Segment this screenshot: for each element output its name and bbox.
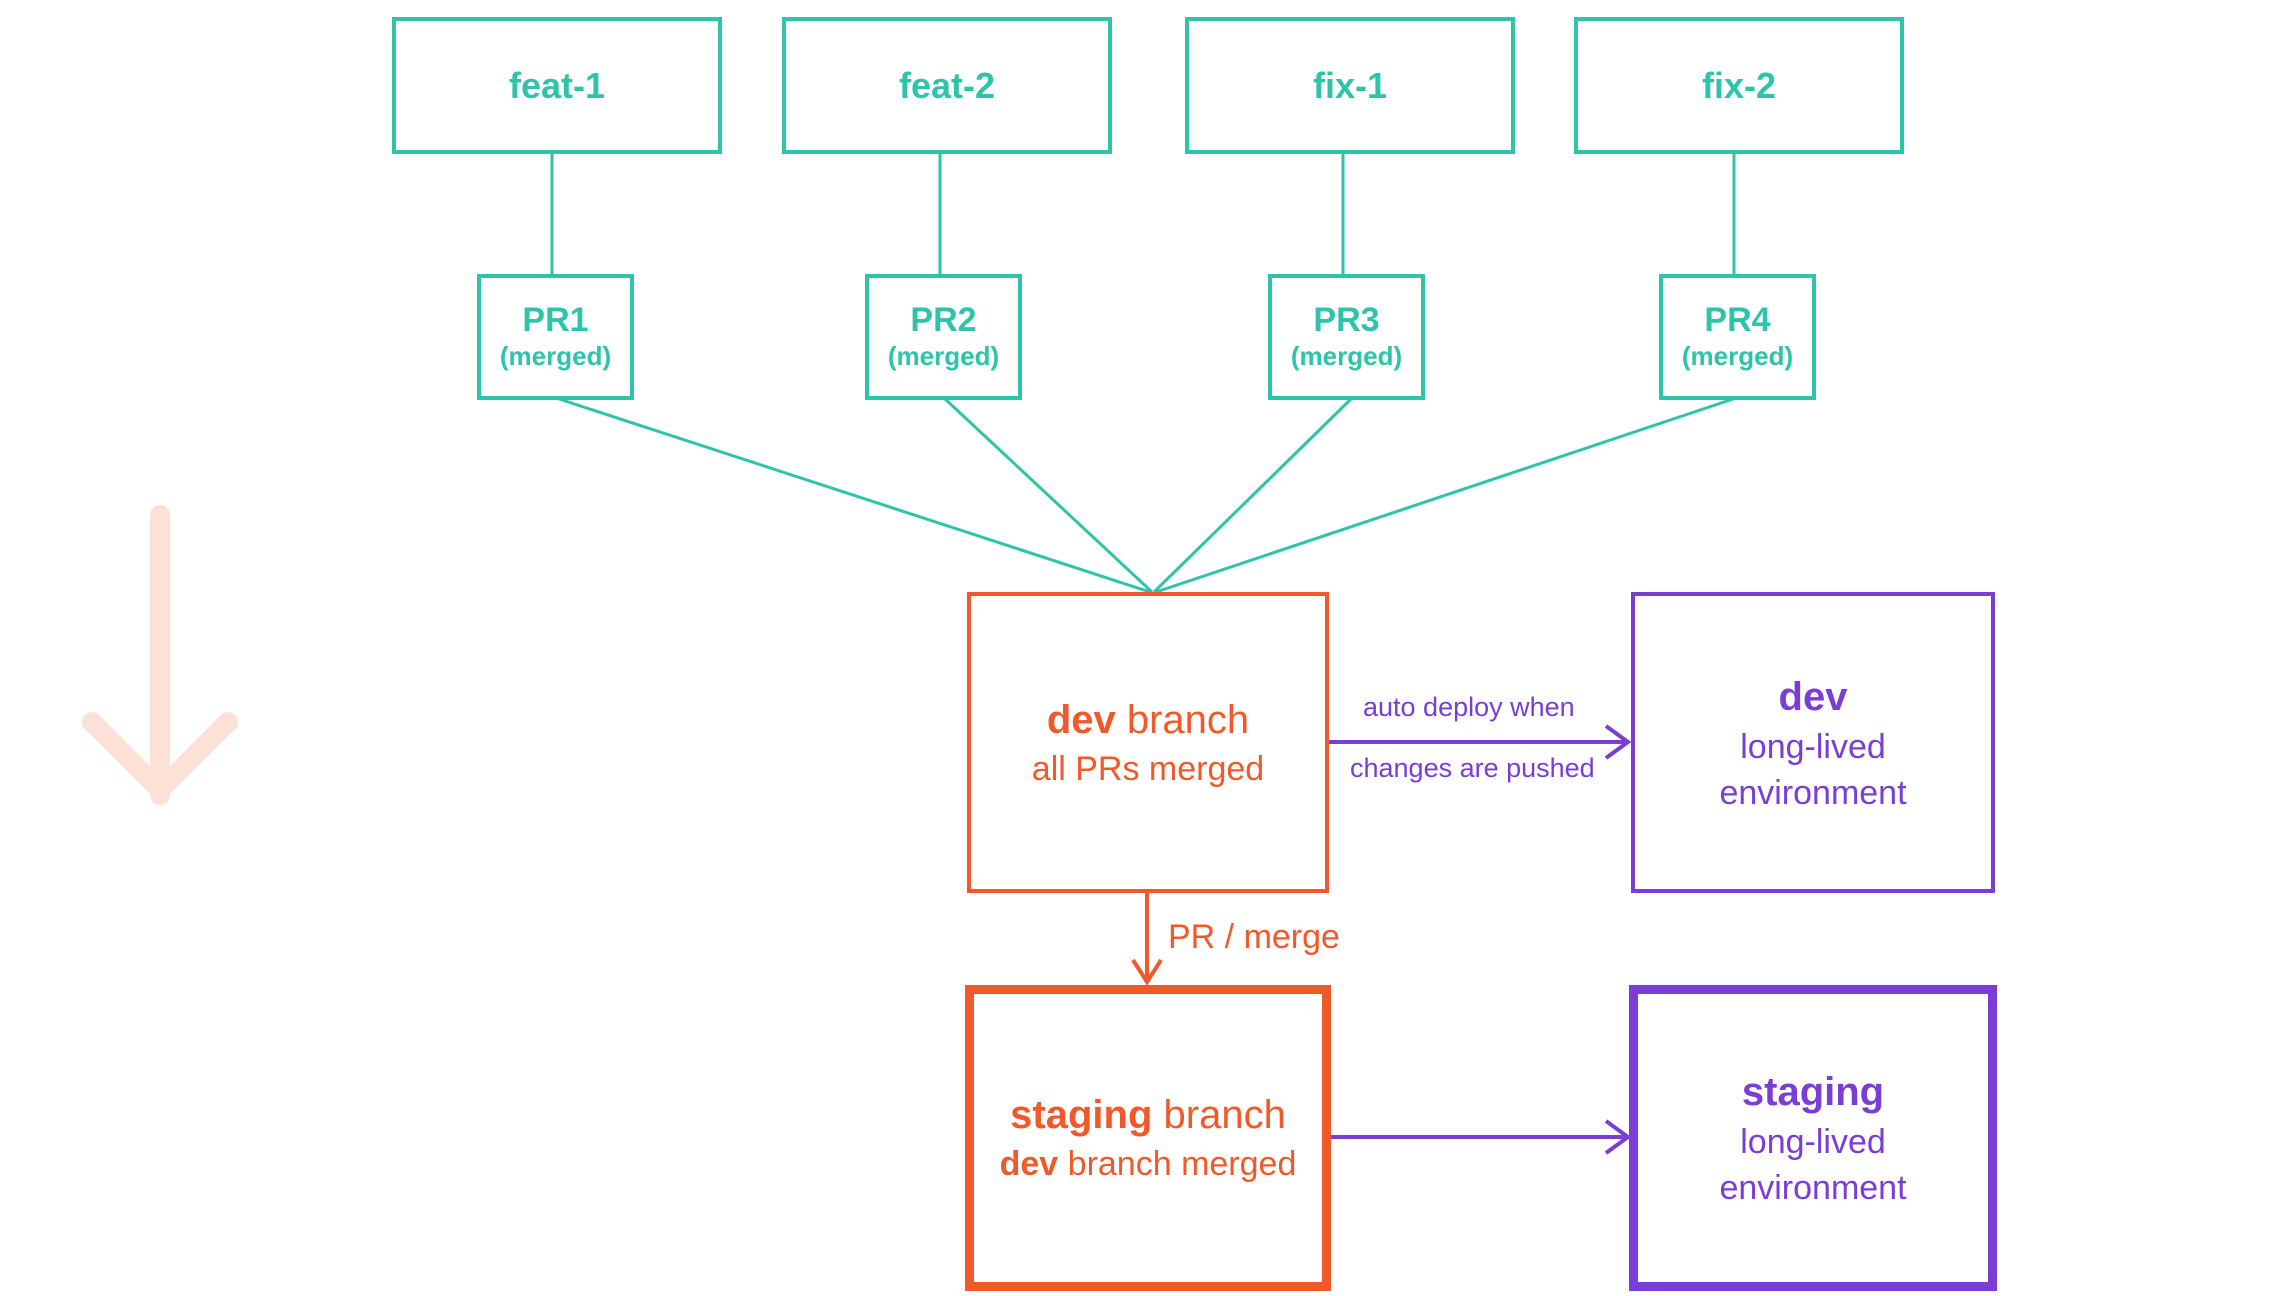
arrow-pr-merge bbox=[1131, 893, 1163, 986]
staging-branch-subtitle: dev branch merged bbox=[1000, 1141, 1297, 1187]
staging-branch-sub-bold: dev bbox=[999, 1145, 1059, 1183]
dev-branch-suffix: branch bbox=[1115, 697, 1250, 742]
connector-pr4-dev bbox=[1155, 396, 1737, 594]
connector-pr1-dev bbox=[555, 396, 1151, 594]
dev-branch-name: dev bbox=[1046, 697, 1116, 742]
dev-branch-title: dev branch bbox=[1047, 694, 1249, 746]
branch-label: feat-1 bbox=[508, 64, 606, 106]
branch-fix-1: fix-1 bbox=[1185, 17, 1515, 154]
branch-label: fix-1 bbox=[1312, 64, 1388, 106]
staging-env-line1: long-lived bbox=[1740, 1123, 1886, 1161]
arrow-staging-deploy bbox=[1326, 1119, 1632, 1155]
pr-status: (merged) bbox=[1290, 341, 1403, 371]
dev-env-line1: long-lived bbox=[1740, 727, 1886, 766]
staging-env-title: staging bbox=[1741, 1070, 1885, 1114]
pr-box-2: PR2 (merged) bbox=[865, 274, 1022, 400]
dev-environment-box: dev long-lived environment bbox=[1631, 592, 1995, 893]
pr-box-4: PR4 (merged) bbox=[1659, 274, 1816, 400]
branch-label: feat-2 bbox=[898, 64, 996, 106]
staging-branch-sub-rest: branch merged bbox=[1058, 1145, 1297, 1183]
staging-branch-box: staging branch dev branch merged bbox=[965, 985, 1331, 1291]
connector-pr3-dev bbox=[1152, 396, 1354, 594]
pr-merge-label: PR / merge bbox=[1168, 918, 1340, 956]
auto-deploy-label-line1: auto deploy when bbox=[1363, 692, 1575, 722]
branch-fix-2: fix-2 bbox=[1574, 17, 1904, 154]
staging-branch-name: staging bbox=[1010, 1093, 1153, 1137]
pr-status: (merged) bbox=[499, 341, 612, 371]
auto-deploy-label-line2: changes are pushed bbox=[1350, 753, 1595, 783]
branch-feat-2: feat-2 bbox=[782, 17, 1112, 154]
dev-branch-subtitle: all PRs merged bbox=[1031, 749, 1265, 788]
connector-pr2-dev bbox=[942, 396, 1154, 594]
pr-label: PR4 bbox=[1704, 301, 1771, 339]
pr-status: (merged) bbox=[1681, 341, 1794, 371]
staging-env-line2: environment bbox=[1719, 1169, 1907, 1207]
staging-branch-title: staging branch bbox=[1010, 1089, 1286, 1141]
arrow-dev-deploy bbox=[1326, 724, 1632, 760]
pr-box-3: PR3 (merged) bbox=[1268, 274, 1425, 400]
dev-branch-box: dev branch all PRs merged bbox=[967, 592, 1329, 893]
dev-env-title: dev bbox=[1778, 674, 1848, 719]
pr-label: PR2 bbox=[910, 301, 977, 339]
branch-feat-1: feat-1 bbox=[392, 17, 722, 154]
dev-env-line2: environment bbox=[1719, 773, 1907, 812]
pr-label: PR3 bbox=[1313, 301, 1380, 339]
branch-label: fix-2 bbox=[1701, 64, 1777, 106]
staging-branch-suffix: branch bbox=[1152, 1093, 1286, 1137]
pr-label: PR1 bbox=[522, 301, 589, 339]
staging-environment-box: staging long-lived environment bbox=[1629, 985, 1997, 1291]
pr-status: (merged) bbox=[887, 341, 1000, 371]
pr-box-1: PR1 (merged) bbox=[477, 274, 634, 400]
flow-direction-arrow-icon bbox=[82, 505, 238, 805]
